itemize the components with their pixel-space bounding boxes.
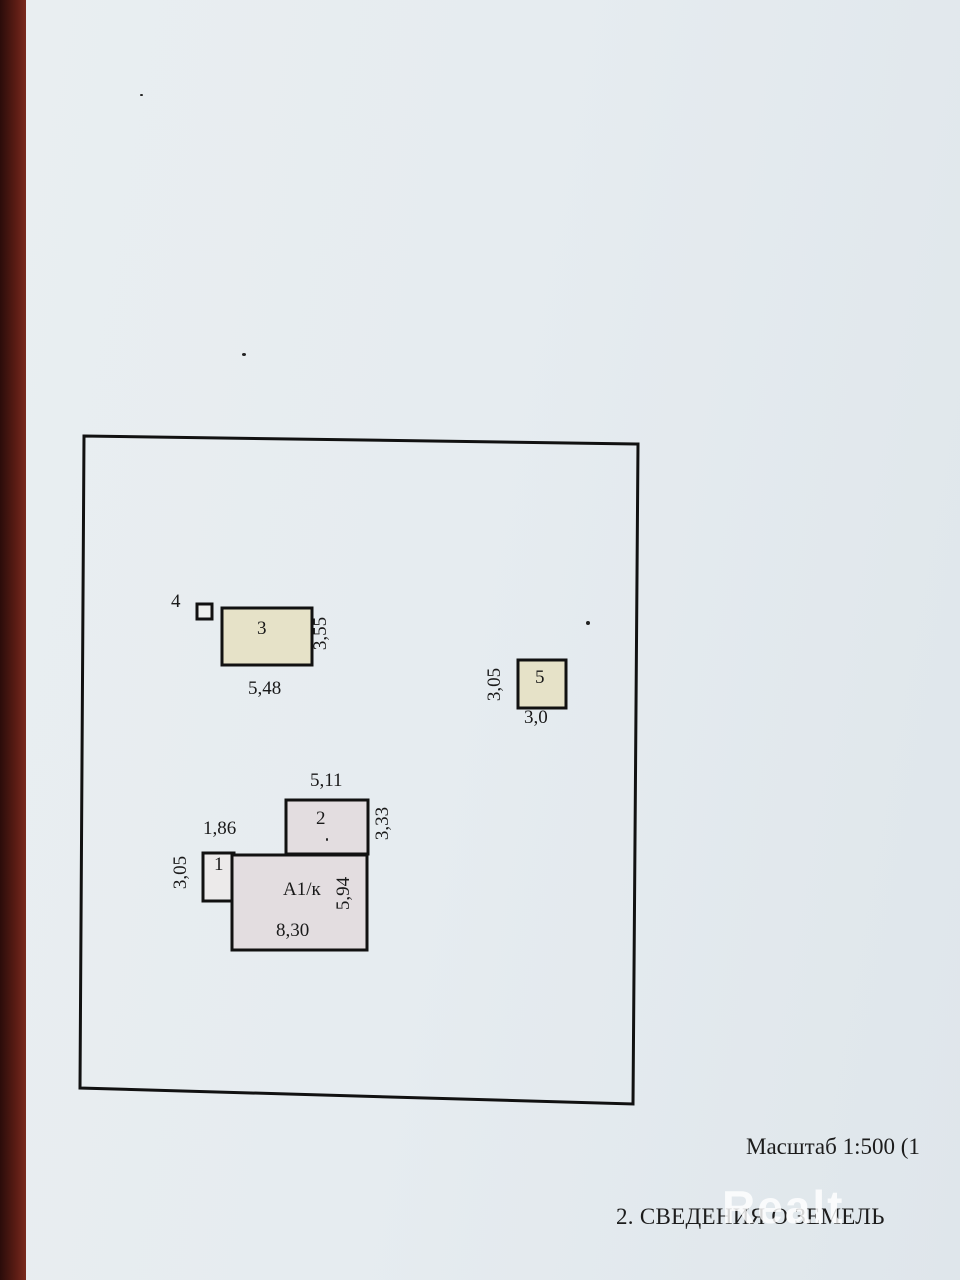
lot-boundary [78, 434, 640, 1106]
paper-speck [326, 838, 328, 841]
building-4-number: 4 [171, 591, 181, 612]
building-2-number: 2 [316, 808, 326, 829]
building-2 [284, 798, 370, 856]
scale-caption: Масштаб 1:500 (1 [746, 1134, 920, 1159]
building-1-height: 3,05 [170, 855, 192, 890]
building-a1k-width: 8,30 [276, 920, 310, 941]
building-2-height: 3,33 [372, 806, 394, 841]
paper-speck [140, 94, 143, 96]
section-heading: 2. СВЕДЕНИЯ О ЗЕМЕЛЬ [616, 1204, 885, 1229]
building-2-width: 5,11 [310, 770, 343, 791]
paper-speck [586, 621, 590, 625]
building-3-width: 5,48 [248, 678, 282, 699]
building-a1k-height: 5,94 [333, 876, 355, 911]
building-5 [516, 658, 568, 710]
paper-speck [242, 353, 246, 356]
building-5-width: 3,0 [524, 707, 548, 728]
building-a1k [230, 853, 369, 952]
building-5-number: 5 [535, 667, 545, 688]
document-page [26, 0, 960, 1280]
building-5-height: 3,05 [484, 667, 506, 702]
desk-edge [0, 0, 26, 1280]
building-4 [195, 602, 214, 621]
watermark-logo: Realt [722, 1181, 845, 1233]
building-a1k-number: А1/к [283, 879, 321, 900]
building-3-height: 3,55 [310, 616, 332, 651]
building-3-number: 3 [257, 618, 267, 639]
building-3 [220, 606, 314, 667]
building-1-number: 1 [214, 854, 224, 875]
building-1-width: 1,86 [203, 818, 237, 839]
